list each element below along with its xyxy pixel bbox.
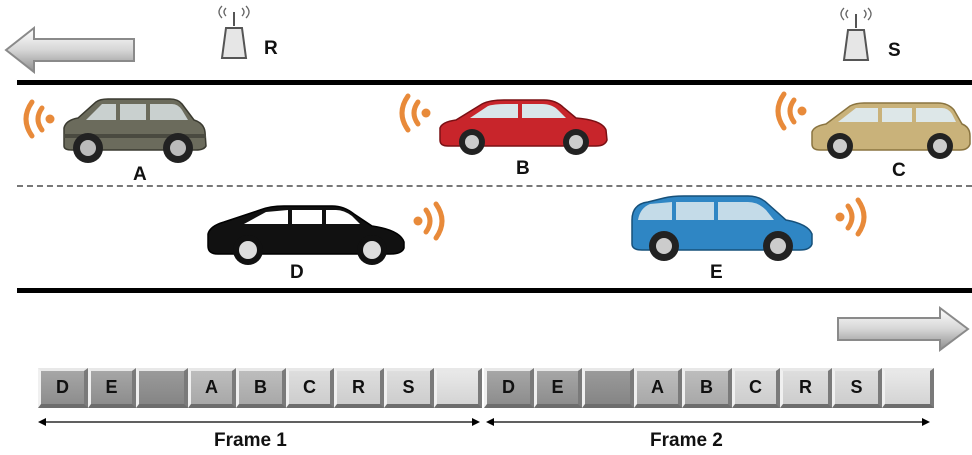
frame2-slot-e: E (534, 368, 582, 408)
vehicle-e-minivan-icon (631, 195, 813, 261)
vehicle-a-suv-icon (63, 98, 207, 163)
station-s-label: S (888, 40, 901, 61)
station-r-label: R (264, 38, 278, 59)
signal-icon-b (399, 93, 431, 133)
frame2-slot-empty-end (882, 368, 934, 408)
lane-divider (17, 185, 972, 187)
vehicle-d-hatchback-icon (207, 205, 405, 265)
vehicle-c-wagon-icon (811, 102, 971, 159)
frame2-slot-d: D (484, 368, 534, 408)
frame-span-arrows (38, 418, 930, 426)
frame2-slot-empty (582, 368, 634, 408)
frame2-slot-b: B (682, 368, 732, 408)
signal-icon-c (775, 91, 807, 131)
signal-icon-d (413, 201, 445, 241)
vehicle-d-label: D (290, 262, 304, 283)
frame1-slot-e: E (88, 368, 136, 408)
frame-2-label: Frame 2 (650, 430, 723, 451)
frame2-slot-a: A (634, 368, 682, 408)
signal-icon-a (23, 99, 55, 139)
frame1-slot-s: S (384, 368, 434, 408)
frame1-slot-d: D (38, 368, 88, 408)
vehicle-e-label: E (710, 262, 723, 283)
frame1-slot-r: R (334, 368, 384, 408)
signal-icon-e (835, 197, 867, 237)
frame1-slot-c: C (286, 368, 334, 408)
frame1-slot-b: B (236, 368, 286, 408)
frame1-slot-empty (136, 368, 188, 408)
frame1-slot-empty-end (434, 368, 482, 408)
frame2-slot-r: R (780, 368, 832, 408)
frame-1-label: Frame 1 (214, 430, 287, 451)
frame2-slot-s: S (832, 368, 882, 408)
right-direction-arrow (837, 306, 970, 352)
frame1-slot-a: A (188, 368, 236, 408)
vehicle-a-label: A (133, 164, 147, 185)
vehicle-b-sedan-icon (439, 99, 608, 155)
road-bottom-edge (17, 288, 972, 293)
vehicle-c-label: C (892, 160, 906, 181)
vehicle-b-label: B (516, 158, 530, 179)
station-r-antenna-icon (218, 5, 250, 59)
road-top-edge (17, 80, 972, 85)
station-s-antenna-icon (840, 7, 872, 61)
frame2-slot-c: C (732, 368, 780, 408)
left-direction-arrow (4, 26, 135, 74)
